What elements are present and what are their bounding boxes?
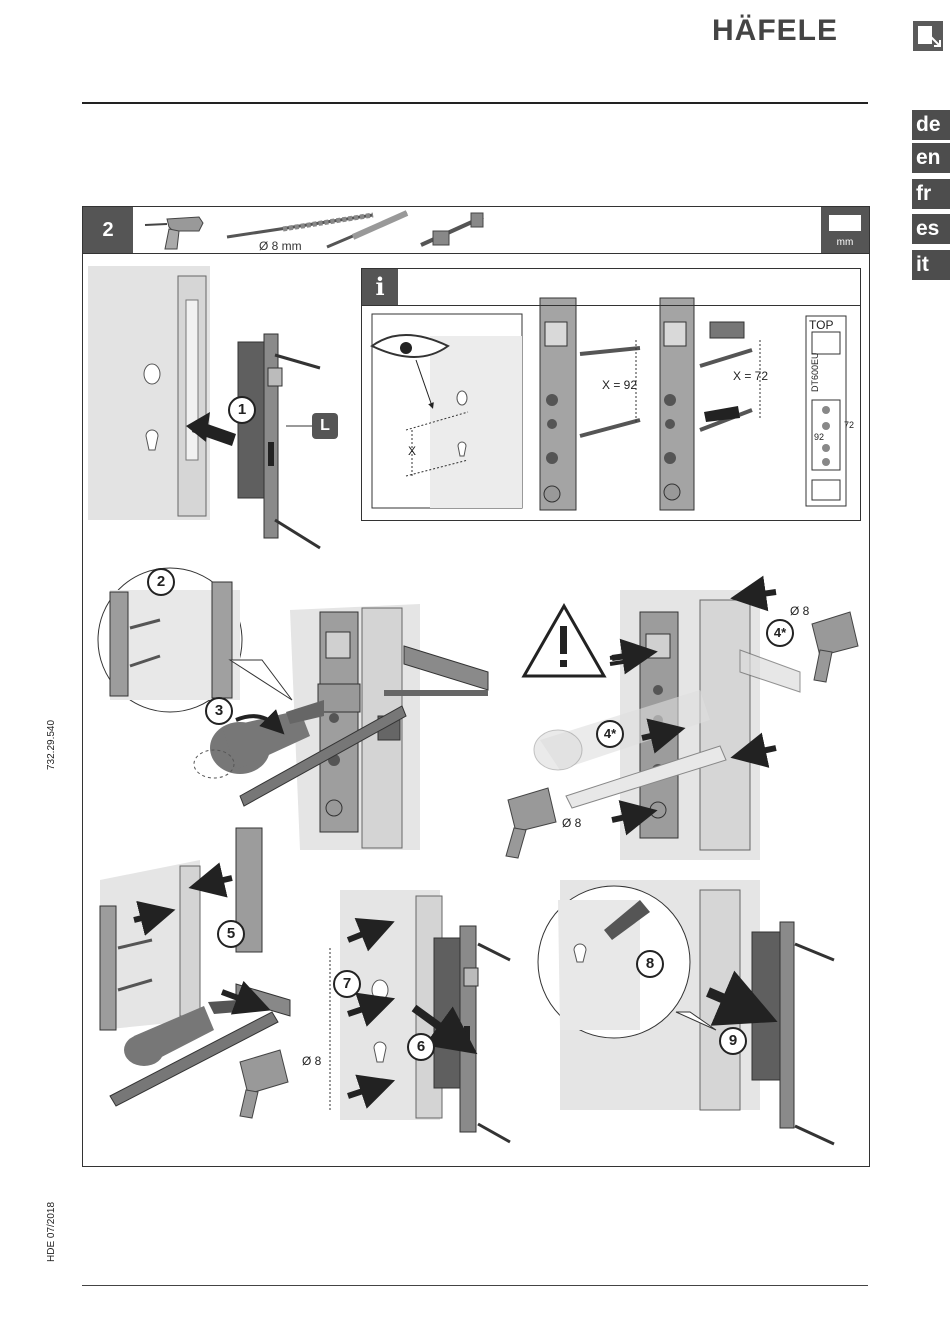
callout-step-5: 5	[217, 920, 245, 948]
callout-step-4a: 4*	[596, 720, 624, 748]
template-72: 72	[844, 420, 854, 430]
lock-insert-step6-7	[330, 890, 510, 1142]
drill-size-label-2: Ø 8	[562, 816, 581, 830]
callout-left-hand: L	[312, 413, 338, 439]
label-x-92: X = 92	[602, 378, 637, 392]
drill-size-label-3: Ø 8	[302, 1054, 321, 1068]
callout-step-4b: 4*	[766, 619, 794, 647]
callout-step-7: 7	[333, 970, 361, 998]
drill-template-step2-3	[98, 568, 488, 850]
template-top-label: TOP	[809, 318, 833, 332]
footer-rule	[82, 1285, 868, 1286]
callout-step-1: 1	[228, 396, 256, 424]
lock-insert-step8-9	[538, 880, 834, 1144]
drill-template-step4	[506, 590, 858, 860]
callout-step-8: 8	[636, 950, 664, 978]
callout-step-2: 2	[147, 568, 175, 596]
callout-step-9: 9	[719, 1027, 747, 1055]
label-x: X	[408, 444, 416, 458]
callout-step-6: 6	[407, 1033, 435, 1061]
callout-step-3: 3	[205, 697, 233, 725]
template-code: DT600EU	[810, 352, 820, 392]
drill-template-step5	[100, 828, 290, 1118]
label-x-72: X = 72	[733, 369, 768, 383]
template-92: 92	[814, 432, 824, 442]
info-box-header: i	[362, 269, 860, 306]
info-box: i	[361, 268, 861, 521]
drill-size-label-1: Ø 8	[790, 604, 809, 618]
info-icon: i	[362, 269, 398, 305]
door-frame-step1	[88, 266, 320, 548]
